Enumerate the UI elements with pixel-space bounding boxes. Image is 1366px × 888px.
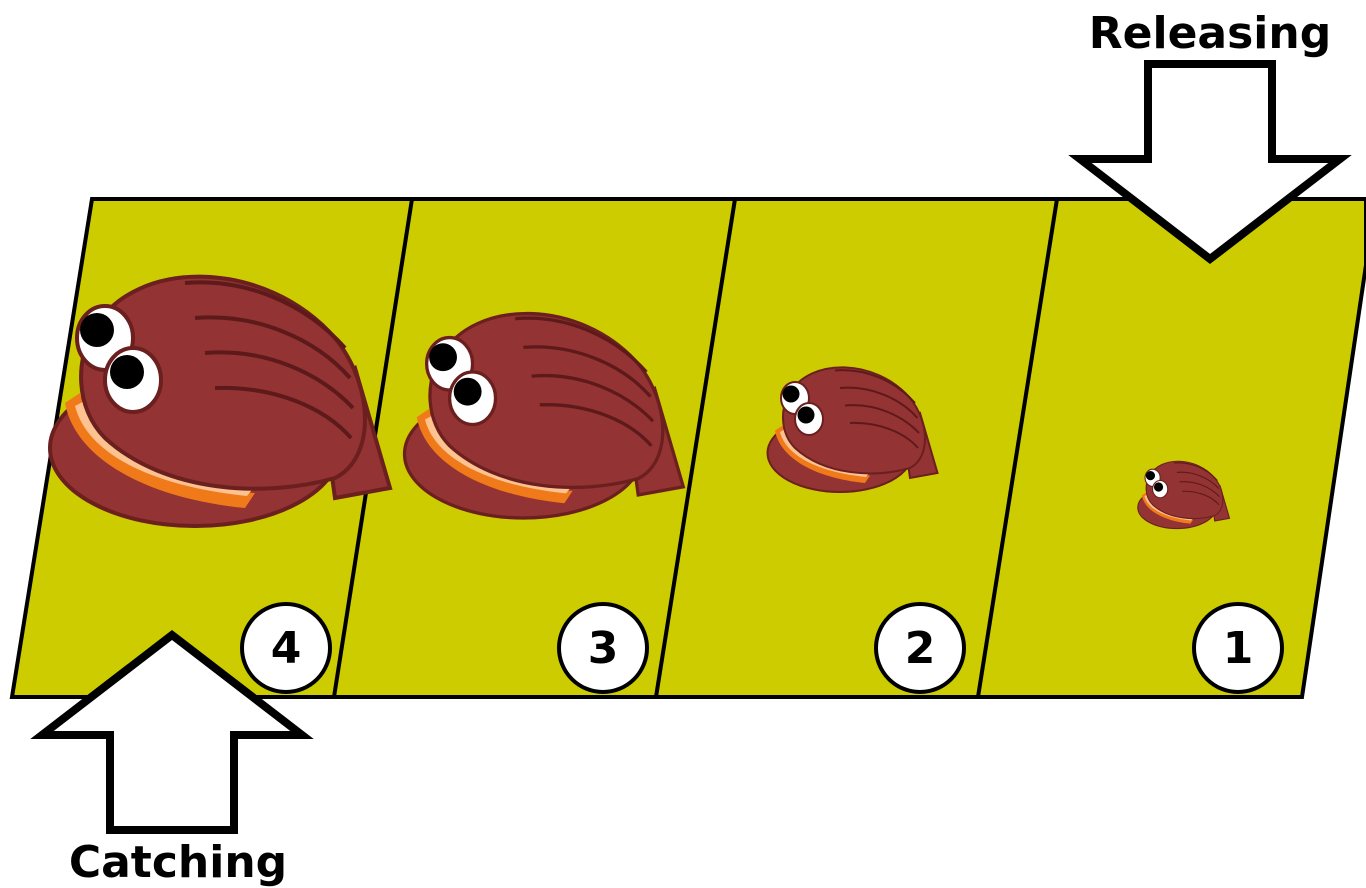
catching-label: Catching [69, 837, 287, 888]
plot-number: 2 [905, 623, 936, 674]
plot-number: 3 [588, 623, 619, 674]
plot-badge-1: 1 [1194, 604, 1282, 692]
plot-number: 1 [1223, 623, 1254, 674]
plot-number: 4 [271, 623, 302, 674]
plot-badge-4: 4 [242, 604, 330, 692]
plot-badge-2: 2 [876, 604, 964, 692]
releasing-label: Releasing [1089, 8, 1331, 59]
plot-badge-3: 3 [559, 604, 647, 692]
